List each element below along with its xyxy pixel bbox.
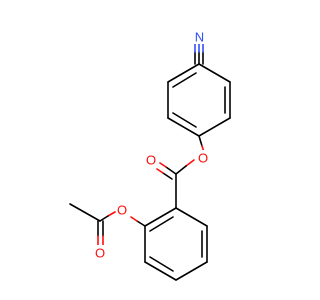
cyanophenyl-ring (167, 63, 231, 137)
nitrile-triple-bond (194, 43, 204, 65)
atom-acetyl-carbonyl-oxygen: O (94, 245, 107, 261)
acetoxy-oxygen-carbonyl-bond (99, 211, 116, 222)
aryl-acetoxy-oxygen-bond (130, 216, 146, 227)
nitrogen-label: N (195, 30, 204, 45)
atom-acetoxy-ring-oxygen: O (116, 202, 129, 218)
ester-carbonyl-oxygen-label: O (146, 153, 156, 168)
acetoxyphenyl-ring (144, 207, 208, 281)
ester-ring-oxygen-label: O (198, 151, 208, 166)
ester-carbonyl-double-bond (156, 162, 177, 180)
atom-nitrogen: N (193, 29, 206, 45)
atom-ester-ring-oxygen: O (197, 150, 210, 166)
ester-oxygen-carbonyl-bond (175, 159, 195, 175)
acetoxy-ring-oxygen-label: O (117, 203, 127, 218)
acetyl-methyl-bond (69, 203, 101, 222)
molecule-diagram: N O O O O (69, 29, 231, 281)
atom-ester-carbonyl-oxygen: O (145, 152, 158, 168)
acetyl-carbonyl-double-bond (97, 220, 104, 246)
acetyl-carbonyl-oxygen-label: O (95, 246, 105, 261)
